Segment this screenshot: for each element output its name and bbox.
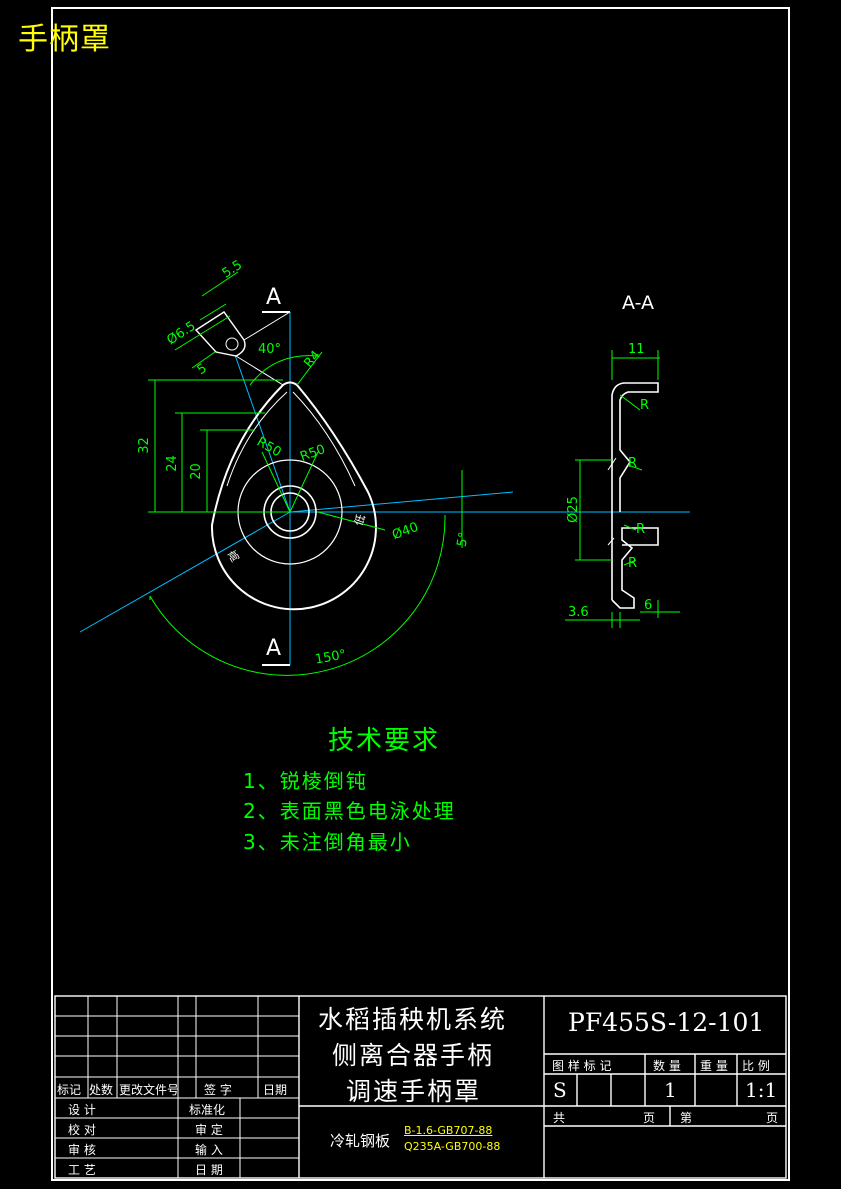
header-quantity: 数 量 <box>653 1059 681 1073</box>
tech-requirement-1: 1、锐棱倒钝 <box>243 769 368 793</box>
section-marker-bottom: A <box>266 636 282 661</box>
material-spec-1: B-1.6-GB707-88 <box>404 1124 493 1137</box>
outer-frame <box>51 7 790 1181</box>
dim-height-24: 24 <box>164 455 180 472</box>
fillet-label-3: R <box>636 522 646 537</box>
sheet-index-unit: 页 <box>766 1111 779 1125</box>
role-input: 输 入 <box>195 1143 223 1157</box>
title-block <box>54 995 787 1179</box>
centerline-5deg <box>289 491 514 513</box>
drawing-title: 手柄罩 <box>18 22 111 57</box>
header-scale: 比 例 <box>742 1059 770 1073</box>
dim-height-20: 20 <box>188 463 204 480</box>
role-check: 校 对 <box>68 1123 96 1137</box>
fillet-label-2: R <box>628 456 638 471</box>
role-date: 日 期 <box>195 1163 223 1177</box>
rev-header-date: 日期 <box>263 1083 288 1097</box>
rev-header-count: 处数 <box>89 1083 114 1097</box>
role-process: 工 艺 <box>68 1163 96 1177</box>
sheet-index-label: 第 <box>680 1111 693 1125</box>
role-design: 设 计 <box>68 1103 96 1117</box>
sheet-total-unit: 页 <box>643 1111 656 1125</box>
rev-header-mark: 标记 <box>57 1083 82 1097</box>
tech-requirement-3: 3、未注倒角最小 <box>243 830 412 854</box>
role-standard: 标准化 <box>189 1103 226 1117</box>
rev-header-doc: 更改文件号 <box>119 1083 180 1097</box>
section-marker-top: A <box>266 285 282 310</box>
mark-value: S <box>553 1078 567 1102</box>
dim-bottom-right: 6 <box>644 598 653 613</box>
slot-detail <box>174 271 291 386</box>
centerline-diagonal <box>79 511 291 633</box>
scale-value: 1:1 <box>745 1078 778 1102</box>
dim-bottom-left: 3.6 <box>568 605 589 620</box>
quantity-value: 1 <box>664 1078 677 1102</box>
part-name-line-2: 侧离合器手柄 <box>332 1041 495 1070</box>
dim-small-angle: 5° <box>454 530 473 549</box>
tech-requirement-2: 2、表面黑色电泳处理 <box>243 799 456 823</box>
dimension-lines <box>148 351 463 676</box>
rev-header-sign: 签 字 <box>204 1083 232 1097</box>
front-view <box>79 271 690 676</box>
material-name: 冷轧钢板 <box>330 1132 391 1150</box>
dim-height-32: 32 <box>136 437 152 454</box>
dim-top-width: 11 <box>628 342 645 357</box>
part-name-line-3: 调速手柄罩 <box>346 1077 482 1106</box>
material-spec-2: Q235A-GB700-88 <box>404 1140 501 1153</box>
tech-requirements-title: 技术要求 <box>328 726 441 756</box>
handle-outline <box>210 381 377 611</box>
header-weight: 重 量 <box>700 1059 728 1073</box>
section-view <box>607 382 659 609</box>
section-view-label: A-A <box>622 292 655 314</box>
header-mark: 图 样 标 记 <box>552 1059 612 1073</box>
fillet-label-4: R <box>628 556 638 571</box>
sheet-total-label: 共 <box>553 1111 566 1125</box>
section-dimensions <box>565 350 680 628</box>
role-approve: 审 定 <box>195 1123 223 1137</box>
role-review: 审 核 <box>68 1143 96 1157</box>
dim-slot-angle: 40° <box>258 342 282 357</box>
part-name-line-1: 水稻插秧机系统 <box>318 1005 508 1034</box>
dim-inner-dia: Ø25 <box>565 496 581 523</box>
drawing-number: PF455S-12-101 <box>568 1008 765 1037</box>
fillet-label-1: R <box>640 398 650 413</box>
